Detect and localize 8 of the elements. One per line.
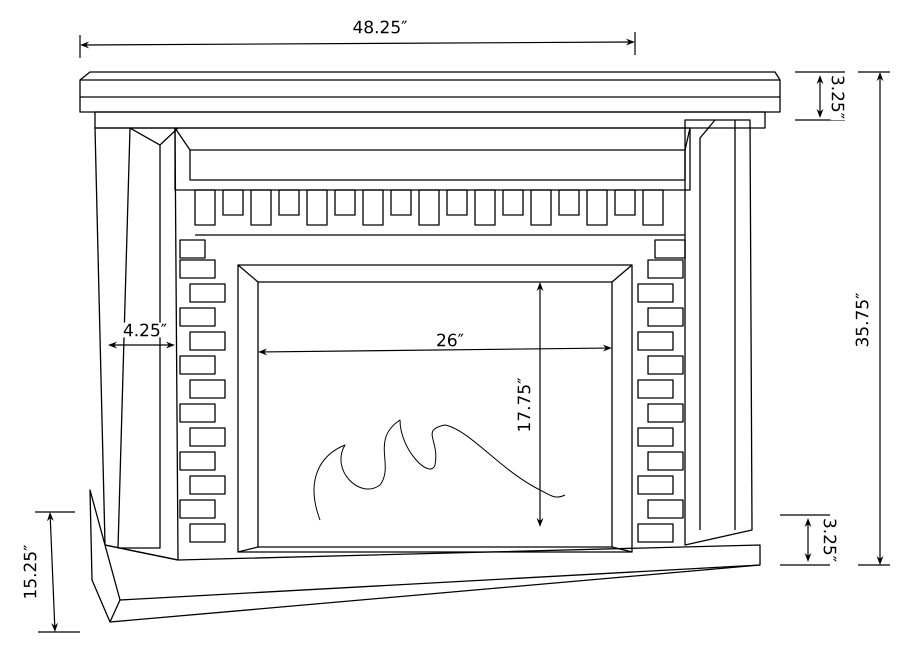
dimension-label: 35.75″	[854, 292, 870, 349]
dimension-label: 4.25″	[122, 322, 168, 338]
dimension-label: 26″	[435, 332, 465, 348]
dimension-label: 48.25″	[352, 20, 409, 34]
dimension-label: 3.25″	[830, 74, 846, 120]
dimension-label: 17.75″	[516, 376, 532, 434]
dimension-label: 3.25″	[822, 516, 838, 564]
dimension-label: 15.25″	[22, 544, 38, 601]
